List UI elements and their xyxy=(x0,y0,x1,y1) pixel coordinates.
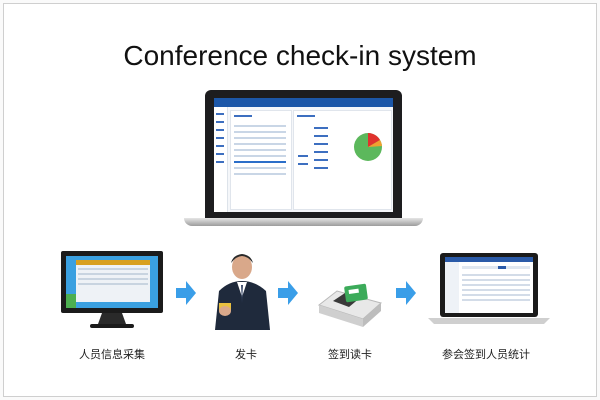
step-label-read-card: 签到读卡 xyxy=(328,348,372,361)
arrow-right-icon xyxy=(176,281,196,305)
step-label-info-collection: 人员信息采集 xyxy=(79,348,145,361)
person-photo xyxy=(215,245,270,330)
app-stats-panel xyxy=(293,110,392,210)
app-table-panel xyxy=(230,110,292,210)
arrow-right-icon xyxy=(278,281,298,305)
laptop-screen xyxy=(214,98,393,212)
step-label-issue-card: 发卡 xyxy=(235,348,257,361)
laptop-base xyxy=(184,218,423,226)
arrow-right-icon xyxy=(396,281,416,305)
diagram-title: Conference check-in system xyxy=(123,40,477,71)
step-label-statistics: 参会签到人员统计 xyxy=(442,348,530,361)
pie-chart-icon xyxy=(354,133,382,161)
app-header-bar xyxy=(214,98,393,107)
app-sidebar xyxy=(214,107,228,212)
